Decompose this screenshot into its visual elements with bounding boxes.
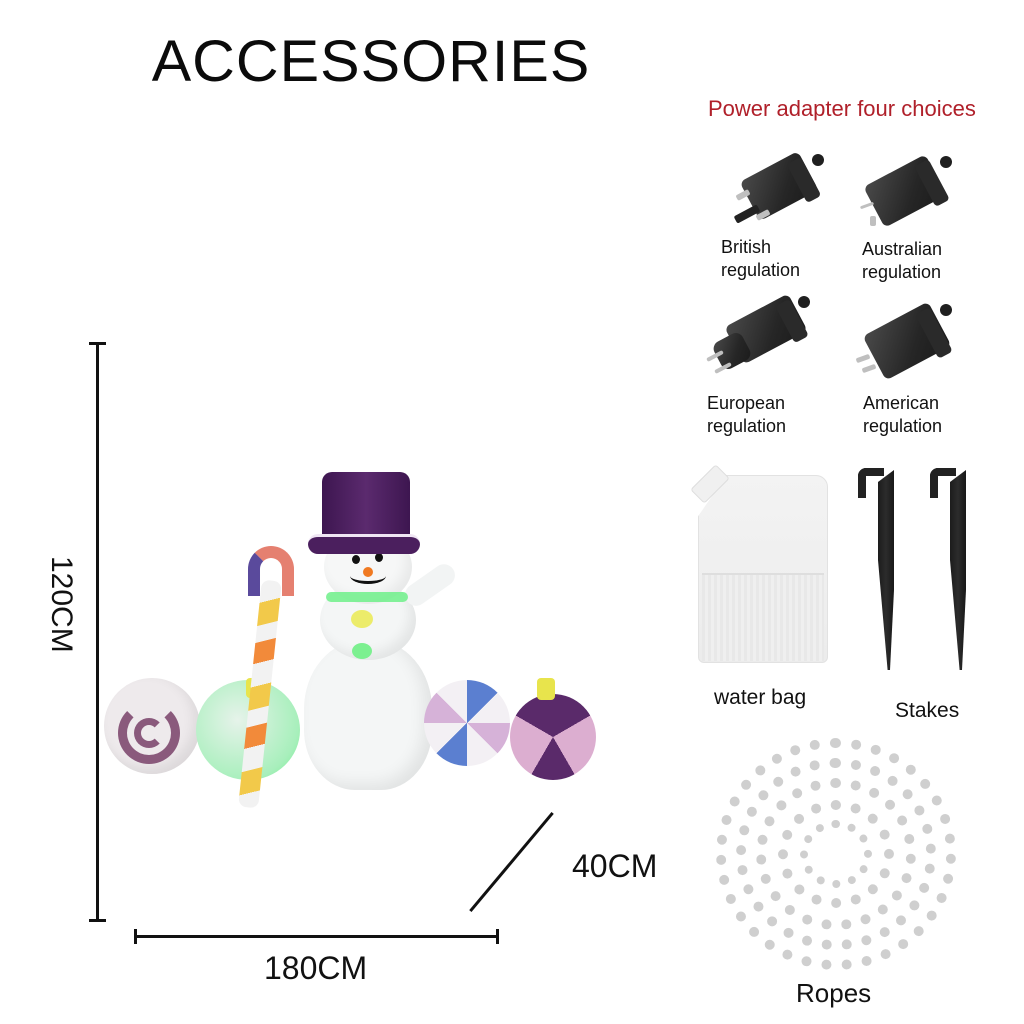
stakes-label: Stakes — [895, 699, 960, 722]
snowman-hat-brim — [308, 534, 420, 554]
british-adapter-image — [730, 150, 830, 230]
purple-ornament — [510, 694, 596, 780]
snowman-eye-right — [375, 553, 383, 562]
american-adapter-label: American regulation — [863, 393, 943, 436]
water-bag-label: water bag — [714, 686, 807, 709]
width-dimension-line — [135, 935, 499, 938]
width-dimension-cap-left — [134, 929, 137, 944]
height-label: 120CM — [45, 556, 78, 653]
depth-dimension-line — [469, 812, 554, 912]
ropes-label: Ropes — [796, 978, 872, 1008]
width-label: 180CM — [264, 950, 368, 986]
product-image-inflatable-snowman — [100, 470, 620, 809]
american-adapter-image — [855, 296, 960, 382]
snowman-scarf — [326, 592, 408, 602]
width-dimension-cap-right — [496, 929, 499, 944]
snowman-eye-left — [352, 555, 360, 564]
page-title: ACCESSORIES — [151, 29, 591, 94]
european-adapter-image — [704, 292, 814, 376]
height-dimension-line — [96, 343, 99, 921]
candy-cane-hook — [248, 546, 294, 596]
snowman-hat — [322, 472, 410, 540]
european-adapter-label: European regulation — [707, 393, 787, 436]
height-dimension-cap-bottom — [89, 919, 106, 922]
snowman-button-top — [351, 610, 373, 628]
water-bag-water-level — [702, 573, 824, 661]
swirl-candy — [104, 678, 200, 774]
stake-image-2 — [928, 466, 968, 696]
peppermint-candy — [424, 680, 510, 766]
ropes-image — [716, 738, 960, 974]
power-adapter-heading: Power adapter four choices — [708, 96, 976, 121]
snowman-button-bottom — [352, 643, 372, 659]
stake-image-1 — [856, 466, 896, 696]
snowman-mouth — [350, 568, 386, 584]
snowman-body — [304, 640, 432, 790]
purple-ornament-cap — [537, 678, 555, 700]
height-dimension-cap-top — [89, 342, 106, 345]
depth-label: 40CM — [572, 848, 658, 884]
australian-adapter-image — [859, 150, 960, 230]
australian-adapter-label: Australian regulation — [862, 239, 943, 282]
british-adapter-label: British regulation — [721, 237, 801, 280]
